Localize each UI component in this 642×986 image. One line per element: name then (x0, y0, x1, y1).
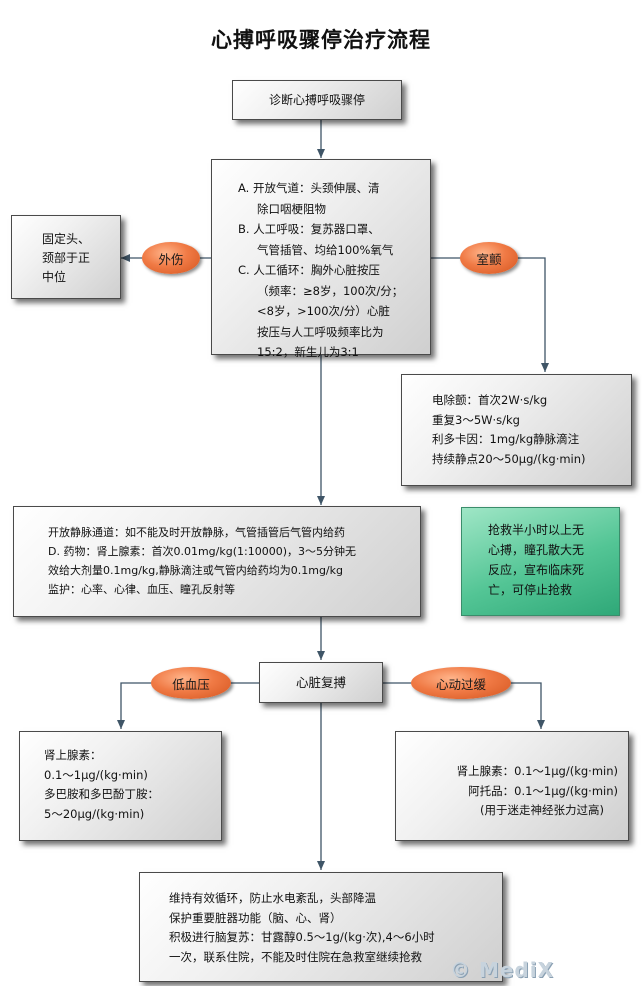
hypotension-tx-line: 肾上腺素： (44, 748, 102, 762)
diagnosis-text: 诊断心搏呼吸骤停 (268, 93, 365, 107)
stop-resuscitation-note: 抢救半小时以上无 心搏，瞳孔散大无 反应，宣布临床死 亡，可停止抢救 (461, 507, 620, 616)
resuscitation-box: 心脏复搏 (259, 662, 383, 703)
abc-line: 气管插管、均给100%氧气 (257, 242, 394, 257)
diagram-title: 心搏呼吸骤停治疗流程 (211, 28, 431, 52)
hypotension-tx-line: 多巴胺和多巴酚丁胺： (44, 787, 159, 801)
stop-note-line: 心搏，瞳孔散大无 (488, 543, 585, 557)
stop-note-line: 反应，宣布临床死 (488, 563, 585, 577)
abc-line: B. 人工呼吸：复苏器口罩、 (238, 222, 380, 236)
stop-note-line: 抢救半小时以上无 (488, 523, 585, 537)
tachycardia-treatment-box: 肾上腺素：0.1～1μg/(kg·min) 阿托品：0.1～1μg/(kg·mi… (395, 731, 629, 841)
abc-box: A. 开放气道：头颈伸展、清 除口咽梗阻物 B. 人工呼吸：复苏器口罩、 气管插… (211, 159, 431, 359)
tachy-tx-line: 肾上腺素：0.1～1μg/(kg·min) (456, 764, 618, 778)
final-care-box: 维持有效循环，防止水电紊乱，头部降温 保护重要脏器功能（脑、心、肾） 积极进行脑… (139, 872, 503, 982)
iv-drugs-line: D. 药物：肾上腺素：首次0.01mg/kg(1:10000)，3～5分钟无 (48, 545, 356, 558)
iv-drugs-line: 开放静脉通道：如不能及时开放静脉，气管插管后气管内给药 (48, 526, 345, 539)
defib-line: 重复3～5W·s/kg (432, 412, 520, 427)
final-care-line: 一次，联系住院，不能及时住院在急救室继续抢救 (169, 949, 422, 964)
iv-drugs-line: 效给大剂量0.1mg/kg,静脉滴注或气管内给药均为0.1mg/kg (48, 564, 343, 577)
label-tachycardia: 心动过缓 (411, 667, 511, 699)
arrow-abc-to-defib (431, 257, 549, 372)
label-trauma: 外伤 (142, 242, 200, 274)
fix-head-line: 颈部于正 (42, 251, 91, 265)
tachy-tx-line: 阿托品：0.1～1μg/(kg·min) (468, 783, 618, 798)
final-care-line: 积极进行脑复苏：甘露醇0.5～1g/(kg·次),4～6小时 (169, 930, 435, 944)
fix-head-line: 中位 (42, 270, 67, 284)
fix-head-line: 固定头、 (42, 232, 91, 246)
stop-note-line: 亡，可停止抢救 (488, 583, 573, 597)
diagnosis-box: 诊断心搏呼吸骤停 (232, 80, 402, 120)
final-care-line: 维持有效循环，防止水电紊乱，头部降温 (169, 891, 376, 905)
medix-watermark: © MediX (450, 958, 555, 982)
iv-drugs-line: 监护：心率、心律、血压、瞳孔反射等 (48, 583, 235, 596)
iv-drugs-box: 开放静脉通道：如不能及时开放静脉，气管插管后气管内给药 D. 药物：肾上腺素：首… (13, 506, 421, 617)
resuscitation-text: 心脏复搏 (295, 675, 346, 690)
hypotension-tx-line: 5～20μg/(kg·min) (44, 806, 145, 821)
label-hypotension: 低血压 (151, 667, 231, 699)
abc-line: <8岁，>100次/分）心脏 (257, 304, 390, 318)
abc-line: C. 人工循环：胸外心脏按压 (238, 263, 380, 277)
defib-line: 持续静点20～50μg/(kg·min) (432, 451, 586, 466)
label-vfib: 室颤 (460, 242, 518, 274)
tachy-tx-line: (用于迷走神经张力过高) (480, 803, 604, 817)
final-care-line: 保护重要脏器功能（脑、心、肾） (169, 910, 342, 925)
abc-line: 按压与人工呼吸频率比为 (257, 324, 384, 339)
abc-line: 15:2，新生儿为3:1 (257, 345, 359, 359)
abc-line: 除口咽梗阻物 (257, 201, 326, 216)
hypotension-tx-line: 0.1～1μg/(kg·min) (44, 767, 148, 782)
fix-head-box: 固定头、 颈部于正 中位 (11, 215, 121, 299)
defib-line: 利多卡因：1mg/kg静脉滴注 (432, 432, 580, 446)
hypotension-treatment-box: 肾上腺素： 0.1～1μg/(kg·min) 多巴胺和多巴酚丁胺： 5～20μg… (19, 731, 222, 841)
abc-line: A. 开放气道：头颈伸展、清 (238, 181, 380, 195)
abc-line: （频率：≥8岁，100次/分； (257, 283, 404, 298)
defib-box: 电除颤：首次2W·s/kg 重复3～5W·s/kg 利多卡因：1mg/kg静脉滴… (401, 374, 632, 486)
defib-line: 电除颤：首次2W·s/kg (432, 393, 548, 407)
